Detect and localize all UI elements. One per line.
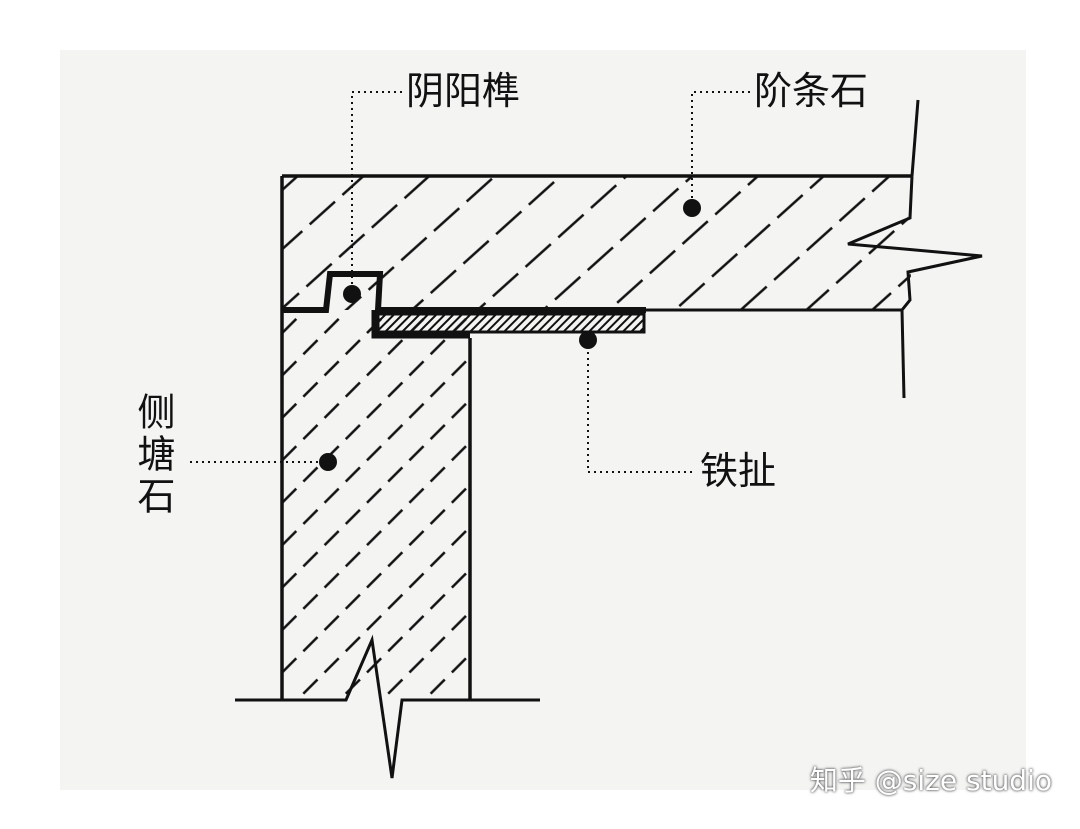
side-stone-hatching	[282, 318, 470, 700]
step-stone-hatching	[282, 176, 912, 310]
iron-clamp-bar	[376, 312, 646, 334]
leader-line-clamp	[587, 340, 695, 473]
paper-background	[60, 50, 1026, 790]
callout-dot-tenon	[343, 285, 361, 303]
side-stone-top-edge	[371, 310, 470, 339]
label-iron-clamp: 铁扯	[700, 449, 777, 493]
label-side-stone: 侧塘石	[131, 392, 175, 518]
watermark: 知乎 @size studio	[809, 764, 1052, 797]
callout-dot-clamp	[579, 331, 597, 349]
step-stone-break-line	[847, 175, 983, 399]
leader-line-step-stone	[691, 91, 750, 206]
ground-break-line	[235, 634, 540, 779]
label-yinyang-tenon: 阴阳榫	[406, 69, 521, 113]
callout-dot-step-stone	[683, 199, 701, 217]
callout-dot-side-stone	[319, 453, 337, 471]
joint-line	[282, 271, 646, 313]
break-line-top	[910, 99, 920, 177]
label-step-stone: 阶条石	[754, 69, 869, 113]
leader-line-tenon	[351, 91, 402, 292]
